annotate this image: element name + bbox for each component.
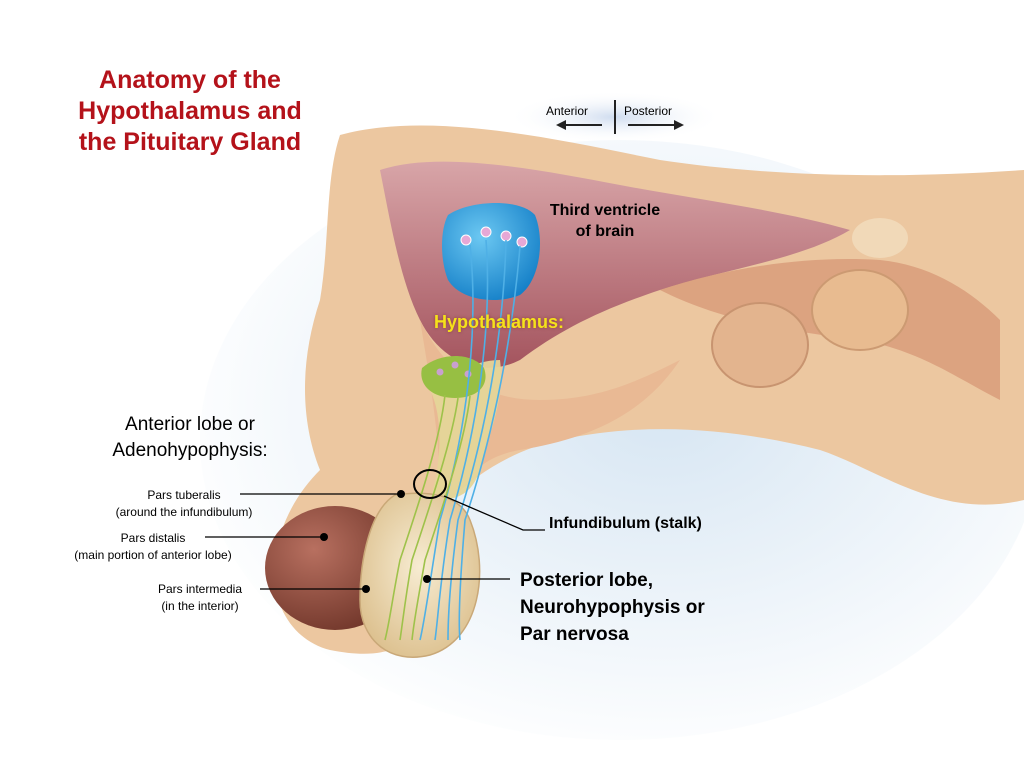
pineal-body xyxy=(852,218,908,258)
page-title: Anatomy of the Hypothalamus and the Pitu… xyxy=(40,65,340,158)
posterior-lobe-label: Posterior lobe, Neurohypophysis or Par n… xyxy=(520,567,705,648)
leader-dots xyxy=(320,490,431,593)
title-line-1: Anatomy of the xyxy=(99,66,281,94)
pars-intermedia-label: Pars intermedia (in the interior) xyxy=(120,581,280,615)
posterior-lobe-line-2: Neurohypophysis or xyxy=(520,597,705,618)
pars-intermedia-line-1: Pars intermedia xyxy=(157,582,243,596)
hypothalamus-label: Hypothalamus: xyxy=(434,312,565,332)
infundibulum-label: Infundibulum (stalk) xyxy=(549,515,702,532)
anterior-lobe-line-1: Anterior lobe or xyxy=(125,414,255,435)
title-line-2: Hypothalamus and xyxy=(78,97,302,125)
mammillary-body xyxy=(711,302,809,388)
anterior-label: Anterior xyxy=(546,104,589,118)
posterior-lobe-line-1: Posterior lobe, xyxy=(520,570,654,591)
anterior-arrow-icon xyxy=(556,120,602,130)
pars-tuberalis-marker xyxy=(413,469,447,499)
pars-tuberalis-line-2: (around the infundibulum) xyxy=(115,505,253,519)
third-ventricle-label: Third ventricle of brain xyxy=(530,200,680,242)
pars-tuberalis-label: Pars tuberalis (around the infundibulum) xyxy=(74,487,294,521)
anterior-lobe-label: Anterior lobe or Adenohypophysis: xyxy=(70,412,310,464)
third-ventricle-line-1: Third ventricle xyxy=(549,202,661,219)
portal-fibers xyxy=(384,394,471,641)
posterior-lobe-line-3: Par nervosa xyxy=(520,624,629,645)
neuron-cell-bodies xyxy=(460,226,528,248)
pars-distalis-line-1: Pars distalis xyxy=(120,531,186,545)
leader-lines xyxy=(205,493,545,590)
anterior-lobe-line-2: Adenohypophysis: xyxy=(112,440,268,461)
pars-intermedia-line-2: (in the interior) xyxy=(161,599,239,613)
third-ventricle-line-2: of brain xyxy=(575,223,635,240)
posterior-label: Posterior xyxy=(624,104,673,118)
pars-distalis-line-2: (main portion of anterior lobe) xyxy=(74,548,232,562)
brainstem-section xyxy=(811,269,909,351)
title-line-3: the Pituitary Gland xyxy=(78,128,302,156)
pars-distalis-label: Pars distalis (main portion of anterior … xyxy=(40,530,266,564)
pars-tuberalis-line-1: Pars tuberalis xyxy=(147,488,221,502)
posterior-arrow-icon xyxy=(628,120,684,130)
hypothalamic-nucleus-blue xyxy=(442,202,540,300)
